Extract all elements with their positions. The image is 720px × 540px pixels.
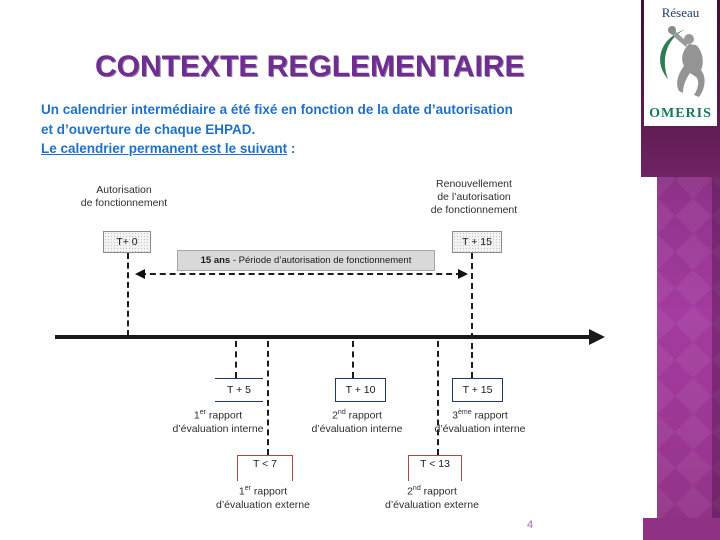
- logo-omeris-label: OMERIS: [649, 106, 712, 121]
- timeline-axis: [55, 335, 590, 339]
- internal-report-1-label: 1er rapport d’évaluation interne: [172, 409, 264, 435]
- arrowhead-right-icon: [458, 269, 473, 279]
- connector-t5: [235, 341, 237, 378]
- internal-report-2-label: 2nd rapport d’évaluation interne: [311, 409, 403, 435]
- milestone-box-t0: T+ 0: [103, 231, 151, 253]
- period-bar: 15 ans - Période d’autorisation de fonct…: [177, 250, 435, 271]
- intro-line-1: Un calendrier intermédiaire a été fixé e…: [41, 102, 513, 117]
- discus-thrower-icon: [660, 26, 705, 97]
- milestone-box-t15-bottom: T + 15: [452, 378, 503, 402]
- milestone-box-t5: T + 5: [215, 378, 263, 402]
- internal-report-3-label: 3ème rapport d’évaluation interne: [434, 409, 526, 435]
- connector-t7-external: [267, 341, 269, 455]
- sidebar-band-edge: [712, 0, 720, 540]
- dropline-t15: [471, 253, 473, 349]
- sidebar-bottom-accent: [643, 518, 720, 540]
- authorization-label: Autorisation de fonctionnement: [80, 184, 168, 209]
- dropline-t0: [127, 253, 129, 336]
- intro-paragraph: Un calendrier intermédiaire a été fixé e…: [41, 100, 626, 159]
- milestone-box-t10: T + 10: [335, 378, 386, 402]
- timeline-arrowhead-icon: [589, 329, 613, 345]
- intro-line-3: Le calendrier permanent est le suivant :: [41, 141, 296, 156]
- logo-reseau-label: Réseau: [661, 5, 700, 20]
- milestone-box-t15-top: T + 15: [452, 231, 502, 253]
- connector-t13-external: [437, 341, 439, 455]
- renewal-label: Renouvellement de l’autorisation de fonc…: [430, 178, 518, 216]
- deadline-bracket-t13: T < 13: [408, 455, 462, 481]
- page-number: 4: [527, 519, 534, 531]
- external-report-1-label: 1er rapport d’évaluation externe: [216, 485, 310, 511]
- connector-t10: [352, 341, 354, 378]
- external-report-2-label: 2nd rapport d’évaluation externe: [385, 485, 479, 511]
- period-dashed-arrow: [140, 273, 462, 275]
- slide-title: CONTEXTE REGLEMENTAIRE: [95, 50, 525, 83]
- omeris-logo: Réseau OMERIS: [644, 0, 717, 126]
- deadline-bracket-t7: T < 7: [237, 455, 293, 481]
- connector-t15b: [471, 352, 473, 378]
- intro-line-2: et d’ouverture de chaque EHPAD.: [41, 121, 256, 137]
- arrowhead-left-icon: [130, 269, 145, 279]
